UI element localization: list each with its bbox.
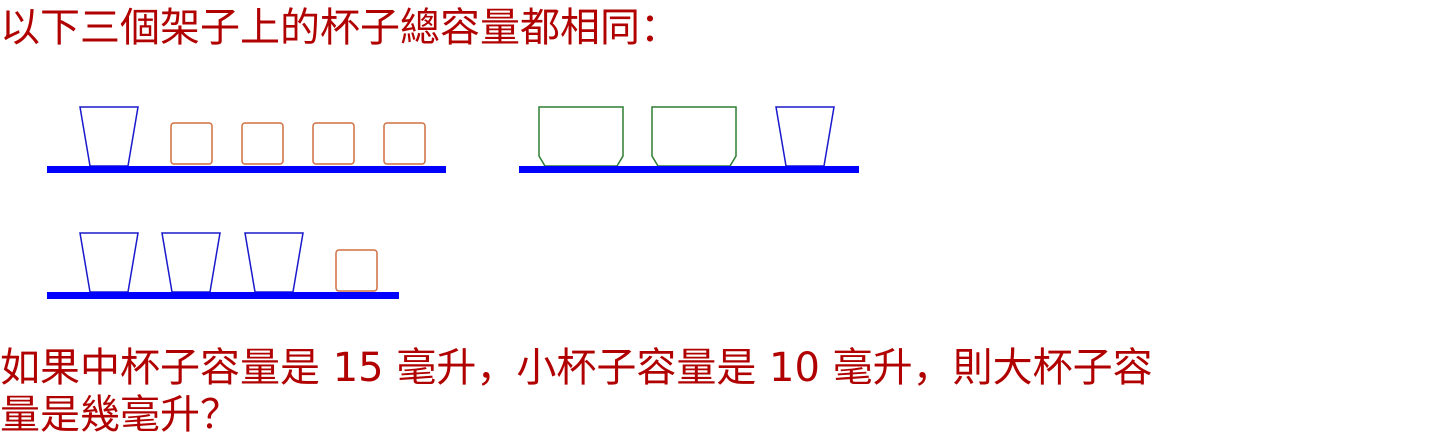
medium-cup <box>775 106 835 167</box>
large-cup <box>538 106 624 167</box>
medium-cup <box>161 232 221 293</box>
shelf-board <box>47 292 399 299</box>
shelf-2 <box>519 106 859 173</box>
medium-cup <box>244 232 304 293</box>
shelf-3 <box>47 232 399 299</box>
small-cup <box>241 122 284 165</box>
question-line-2: 量是幾毫升？ <box>0 392 240 438</box>
medium-cup <box>79 232 139 293</box>
question-line-1: 如果中杯子容量是 15 毫升，小杯子容量是 10 毫升，則大杯子容 <box>0 345 1153 391</box>
small-cup <box>383 122 426 165</box>
small-cup <box>170 122 213 165</box>
shelf-board <box>519 166 859 173</box>
shelf-board <box>47 166 446 173</box>
large-cup <box>651 106 737 167</box>
medium-cup <box>79 106 139 167</box>
small-cup <box>312 122 355 165</box>
intro-text: 以下三個架子上的杯子總容量都相同： <box>0 5 680 51</box>
small-cup <box>335 249 378 292</box>
shelf-1 <box>47 106 446 173</box>
